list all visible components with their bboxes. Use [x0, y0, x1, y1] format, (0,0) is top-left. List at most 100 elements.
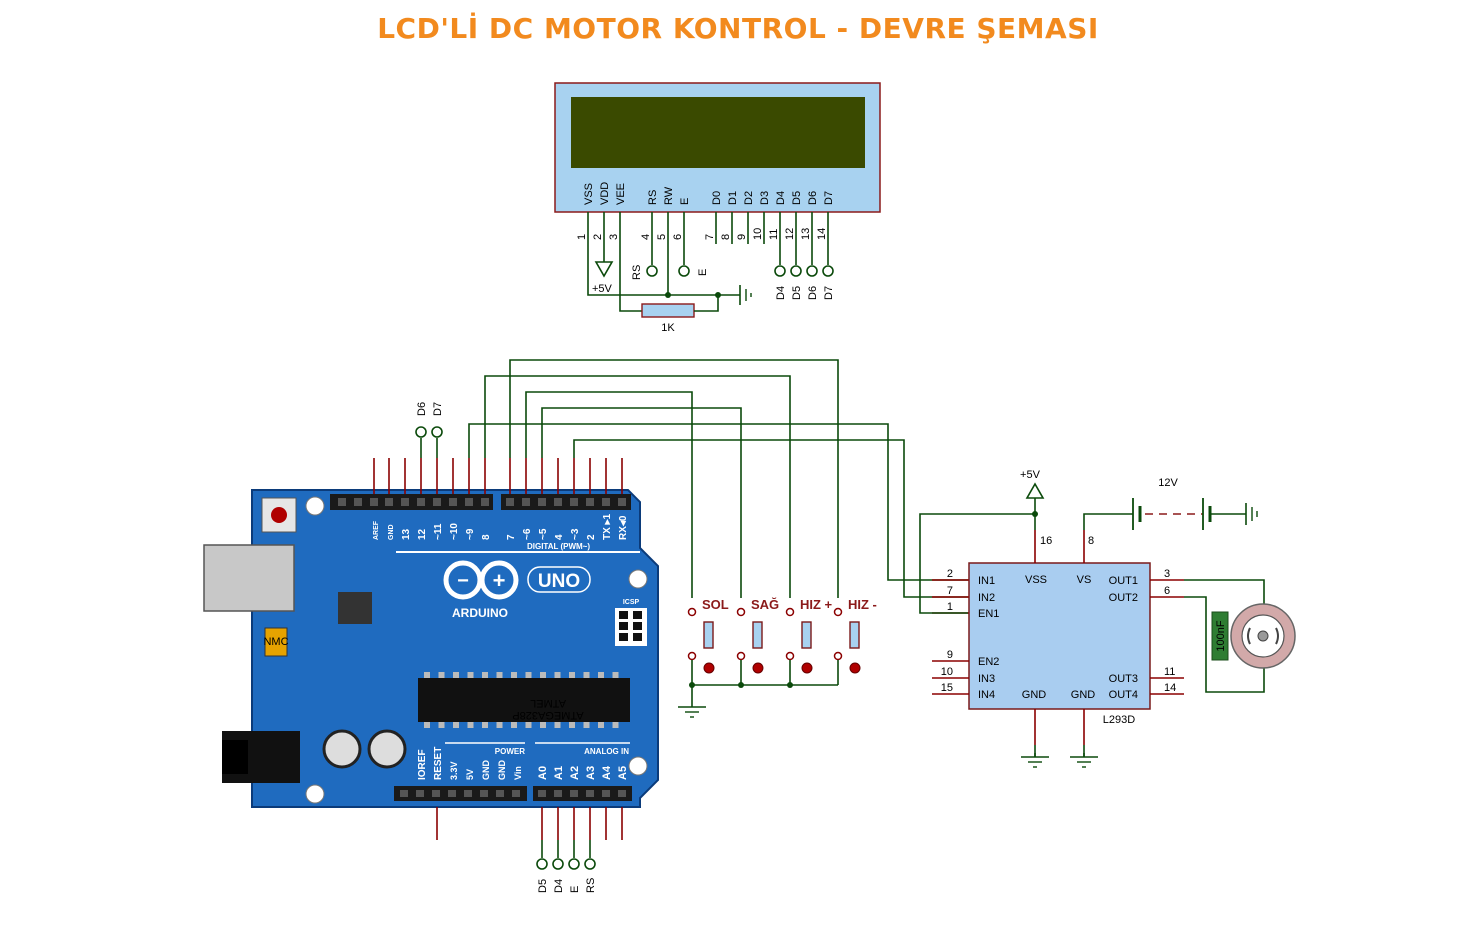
- net-label: D6: [807, 286, 819, 300]
- lcd-pin-number: 10: [752, 228, 764, 240]
- atmega-chip: [418, 678, 630, 722]
- header-pin: [464, 790, 472, 797]
- pushbutton: [801, 621, 812, 649]
- vs-label: 12V: [1158, 477, 1178, 489]
- lcd-screen: [571, 97, 865, 168]
- header-pin: [512, 790, 520, 797]
- net-label: D7: [432, 402, 444, 416]
- chip-leg: [424, 722, 430, 728]
- lcd-e-terminal: [678, 265, 690, 277]
- chip-leg: [598, 722, 604, 728]
- lcd-pin-label: VDD: [599, 182, 611, 205]
- arduino-logo: [479, 560, 519, 600]
- digital-pin-label: ~10: [449, 523, 460, 540]
- button-contact: [785, 651, 795, 661]
- net-label: E: [569, 886, 581, 893]
- header-pin: [554, 790, 562, 797]
- capacitor: [367, 729, 407, 769]
- l293d-chip: [968, 562, 1151, 710]
- chip-leg: [598, 672, 604, 678]
- button-led: [752, 662, 764, 674]
- header-pin: [481, 498, 489, 506]
- button-contact: [687, 607, 697, 617]
- net-label: D6: [416, 402, 428, 416]
- header-pin: [538, 498, 546, 506]
- header-pin: [400, 790, 408, 797]
- junction-dot: [787, 682, 793, 688]
- icsp-pin: [619, 633, 628, 641]
- header-pin: [538, 790, 546, 797]
- digital-pin-label: ~11: [433, 523, 444, 540]
- lcd-pin-label: D3: [759, 191, 771, 205]
- l293d-pin-name: OUT1: [1109, 575, 1138, 587]
- lcd-pin-label: VEE: [615, 183, 627, 205]
- header-pin: [554, 498, 562, 506]
- chip-leg: [453, 672, 459, 678]
- lcd-pin-number: 6: [672, 234, 684, 240]
- resistor-1k: [641, 303, 695, 318]
- wire-pin5: [541, 407, 742, 598]
- button-contact: [833, 651, 843, 661]
- icsp-pin: [633, 622, 642, 630]
- header-pin: [385, 498, 393, 506]
- lcd-pin-label: D2: [743, 191, 755, 205]
- button-contact: [736, 651, 746, 661]
- header-pin: [417, 498, 425, 506]
- button-led: [703, 662, 715, 674]
- lcd-pin-label: D4: [775, 191, 787, 205]
- l293d-pin-name: GND: [1071, 689, 1096, 701]
- chip-leg: [612, 722, 619, 728]
- power-pin-label: 5V: [465, 769, 475, 780]
- chip-leg: [467, 672, 474, 678]
- lcd-data-terminal: [790, 265, 802, 277]
- header-pin: [602, 498, 610, 506]
- net-label: D5: [537, 879, 549, 893]
- pushbutton: [752, 621, 763, 649]
- chip-leg: [569, 722, 575, 728]
- motor-wire: [1184, 596, 1265, 693]
- chip-leg: [540, 672, 546, 678]
- logo-minus: −: [457, 570, 469, 592]
- lcd-pin-number: 2: [592, 234, 604, 240]
- chip-leg: [525, 722, 532, 728]
- header-pin: [354, 498, 362, 506]
- digital-pin-label: 4: [554, 534, 565, 540]
- page-title: LCD'Lİ DC MOTOR KONTROL - DEVRE ŞEMASI: [377, 12, 1099, 45]
- chip-leg: [482, 672, 488, 678]
- icsp-pin: [619, 611, 628, 619]
- analog-terminal: [568, 858, 580, 870]
- net-label: RS: [585, 878, 597, 893]
- l293d-pin-name: IN1: [978, 575, 995, 587]
- wire-pin7: [509, 359, 839, 598]
- button-contact: [687, 651, 697, 661]
- lcd-pin-number: 12: [784, 228, 796, 240]
- wire-in2: [573, 439, 968, 598]
- analog-label: ANALOG IN: [584, 747, 629, 756]
- header-pin: [618, 498, 626, 506]
- lcd-pin-number: 11: [768, 229, 780, 240]
- lcd-pin-number: 5: [656, 234, 668, 240]
- digital-pin-label: GND: [388, 524, 395, 540]
- lcd-data-terminal: [774, 265, 786, 277]
- chip-leg: [496, 722, 503, 728]
- net-label: E: [697, 269, 709, 276]
- power-pin-label: GND: [481, 760, 491, 781]
- power-pin-label: 3.3V: [449, 761, 459, 780]
- power-header: [394, 786, 527, 801]
- header-pin: [570, 790, 578, 797]
- lcd-data-terminal: [806, 265, 818, 277]
- l293d-pin-name: VS: [1077, 574, 1092, 586]
- uno-badge: [527, 566, 591, 593]
- l293d-pin-number: 7: [947, 585, 953, 597]
- regulator: [264, 627, 288, 657]
- chip-leg: [540, 722, 546, 728]
- button-label-3: HIZ -: [848, 597, 877, 612]
- chip-leg: [453, 722, 459, 728]
- dc-motor-brush: [1247, 627, 1251, 645]
- analog-terminal: [552, 858, 564, 870]
- chip-text: ATMEL: [530, 697, 566, 709]
- digital-pin-label: RX◂0: [618, 515, 629, 540]
- arduino-brand: ARDUINO: [452, 606, 508, 620]
- resistor-label: 1K: [661, 322, 675, 334]
- usb-chip: [338, 592, 372, 624]
